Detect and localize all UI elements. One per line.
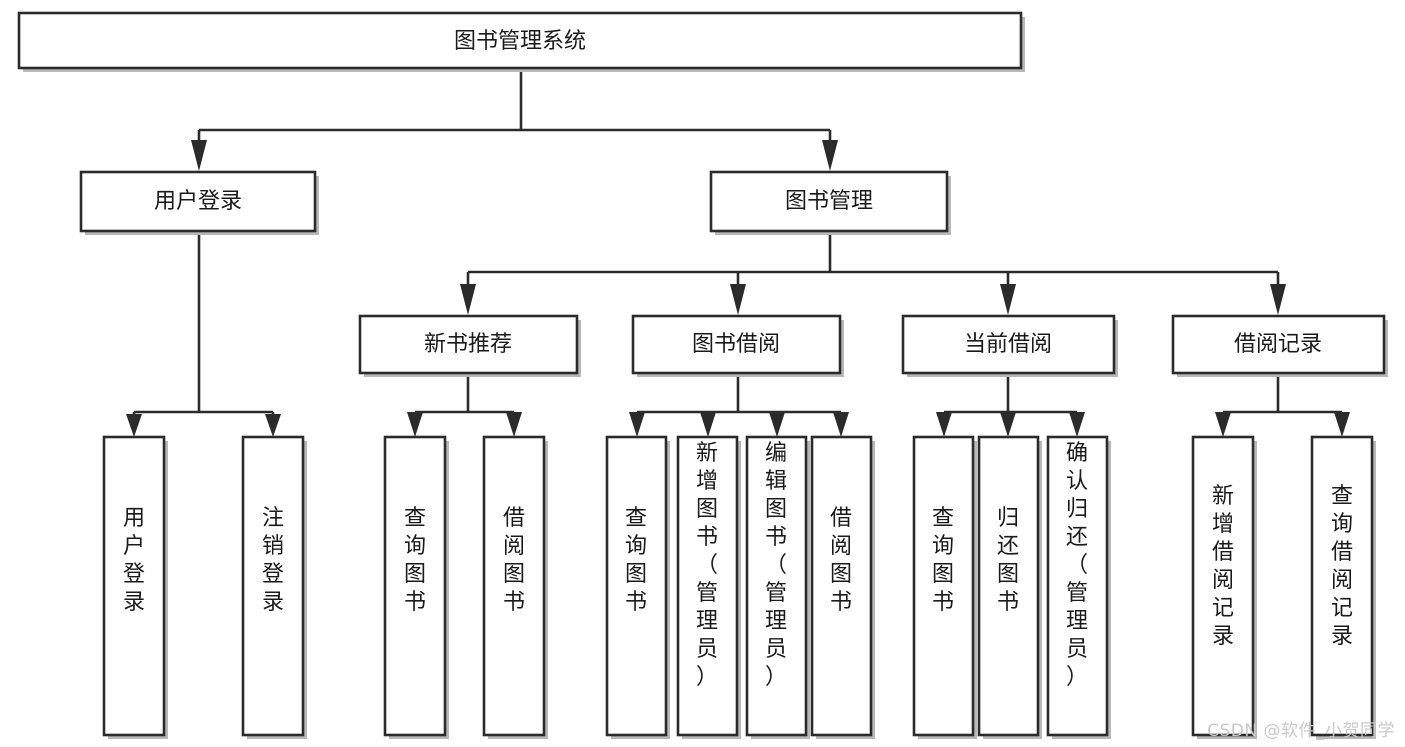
arrow-head-leaf-bb-edit [769, 412, 785, 437]
arrow-head-leaf-bb-borrow [833, 412, 849, 437]
arrow-head-new-book [460, 284, 476, 315]
leaf-nb-1-label: 查询图书 [404, 506, 426, 615]
leaf-cb-1-rect [912, 435, 975, 737]
leaf-ul-1-rect [102, 435, 166, 737]
arrow-head-current-borrow [1000, 284, 1016, 315]
leaf-br-2-label: 查询借阅记录 [1331, 484, 1353, 649]
leaf-bb-3-label: 编辑图书（管理员） [765, 441, 787, 690]
node-new-book-recommend[interactable]: 新书推荐 [358, 314, 581, 377]
arrow-head-leaf-bb-add [700, 412, 716, 437]
connectors-newbook-to-leaves [407, 375, 522, 437]
book-borrow-label: 图书借阅 [692, 332, 780, 357]
arrow-head-leaf-bb-query [629, 412, 645, 437]
connectors-currentborrow-to-leaves [936, 375, 1085, 437]
connectors-bookmgmt-to-level2 [460, 233, 1286, 315]
leaf-br-2-rect [1310, 435, 1374, 737]
leaf-ul-2-rect [241, 435, 305, 737]
node-current-borrow[interactable]: 当前借阅 [901, 314, 1118, 377]
leaf-node-br-add-record[interactable]: 新增借阅记录 [1191, 435, 1257, 739]
node-book-borrow[interactable]: 图书借阅 [631, 314, 844, 377]
book-management-rect [709, 170, 949, 233]
leaf-bb-1-rect [605, 435, 668, 737]
user-login-label: 用户登录 [154, 189, 242, 214]
arrow-head-leaf-cb-confirm [1069, 412, 1085, 437]
book-management-label: 图书管理 [785, 189, 873, 214]
arrow-head-borrow-record [1270, 284, 1286, 315]
leaf-ul-1-label: 用户登录 [123, 506, 145, 615]
node-root-book-management-system[interactable]: 图书管理系统 [17, 11, 1025, 72]
current-borrow-rect [901, 314, 1116, 375]
new-book-label: 新书推荐 [424, 332, 512, 357]
arrow-head-leaf-logout [265, 414, 281, 437]
arrow-head-book-mgmt [822, 140, 838, 171]
book-borrow-rect [631, 314, 842, 375]
leaf-bb-3-rect [745, 435, 808, 737]
leaf-node-bb-edit-book[interactable]: 编辑图书（管理员） [745, 435, 810, 739]
leaf-bb-2-label: 新增图书（管理员） [696, 441, 718, 690]
leaf-ul-2-label: 注销登录 [262, 506, 284, 615]
node-user-login[interactable]: 用户登录 [79, 170, 319, 235]
connectors-userlogin-to-leaves [126, 233, 281, 437]
leaf-nb-1-rect [383, 435, 447, 737]
arrow-head-leaf-cb-query [936, 412, 952, 437]
arrow-head-leaf-nb-borrow [506, 412, 522, 437]
leaf-cb-3-rect [1046, 435, 1109, 737]
user-login-rect [79, 170, 317, 233]
leaf-nb-2-label: 借阅图书 [503, 506, 525, 615]
leaf-node-cb-confirm-return[interactable]: 确认归还（管理员） [1046, 435, 1111, 739]
leaf-bb-2-rect [676, 435, 739, 737]
connectors-root-to-level1 [191, 68, 838, 171]
leaf-bb-4-rect [810, 435, 873, 737]
arrow-head-leaf-nb-query [407, 412, 423, 437]
current-borrow-label: 当前借阅 [964, 332, 1052, 357]
leaf-cb-2-label: 归还图书 [997, 506, 1019, 615]
arrow-head-leaf-br-add [1215, 412, 1231, 437]
new-book-rect [358, 314, 579, 375]
leaf-node-br-query-record[interactable]: 查询借阅记录 [1310, 435, 1376, 739]
arrow-head-user-login [191, 140, 207, 171]
arrow-head-leaf-user-login [126, 414, 142, 437]
leaf-node-bb-add-book[interactable]: 新增图书（管理员） [676, 435, 741, 739]
arrow-head-leaf-br-query [1334, 412, 1350, 437]
leaf-node-cb-query-book[interactable]: 查询图书 [912, 435, 977, 739]
connectors-borrowrecord-to-leaves [1215, 375, 1350, 437]
leaf-bb-1-label: 查询图书 [625, 506, 647, 615]
leaf-cb-2-rect [977, 435, 1040, 737]
leaf-br-1-label: 新增借阅记录 [1212, 484, 1234, 649]
leaf-node-bb-query-book[interactable]: 查询图书 [605, 435, 670, 739]
leaf-nb-2-rect [482, 435, 546, 737]
leaf-node-nb-query-book[interactable]: 查询图书 [383, 435, 449, 739]
leaf-node-bb-borrow-book[interactable]: 借阅图书 [810, 435, 875, 739]
leaf-node-user-login[interactable]: 用户登录 [102, 435, 168, 739]
leaf-node-nb-borrow-book[interactable]: 借阅图书 [482, 435, 548, 739]
leaf-bb-4-label: 借阅图书 [830, 506, 852, 615]
borrow-record-rect [1171, 314, 1386, 375]
leaf-br-1-rect [1191, 435, 1255, 737]
root-rect [17, 11, 1023, 70]
borrow-record-label: 借阅记录 [1234, 332, 1322, 357]
node-book-management[interactable]: 图书管理 [709, 170, 951, 235]
leaf-cb-1-label: 查询图书 [932, 506, 954, 615]
root-label: 图书管理系统 [454, 29, 586, 54]
connectors-bookborrow-to-leaves [629, 375, 849, 437]
leaf-node-logout[interactable]: 注销登录 [241, 435, 307, 739]
node-borrow-record[interactable]: 借阅记录 [1171, 314, 1388, 377]
arrow-head-book-borrow [730, 284, 746, 315]
leaf-node-cb-return-book[interactable]: 归还图书 [977, 435, 1042, 739]
arrow-head-leaf-cb-return [1000, 412, 1016, 437]
leaf-cb-3-label: 确认归还（管理员） [1066, 441, 1088, 690]
